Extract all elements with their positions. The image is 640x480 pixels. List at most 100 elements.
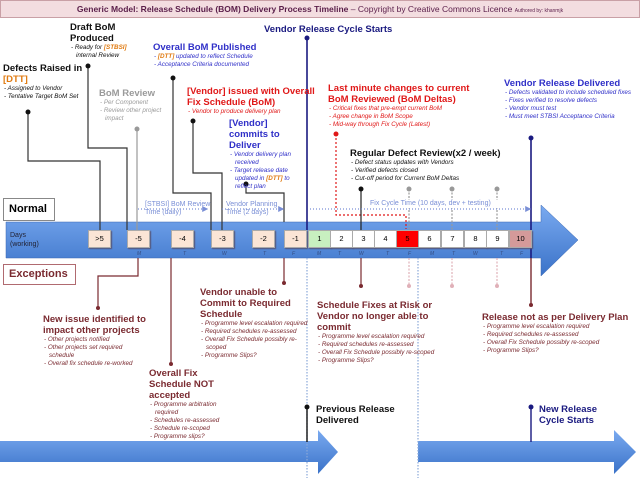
- event-bullet: - Fixes verified to resolve defects: [505, 97, 598, 104]
- event-delivered: Vendor Release Delivered- Defects valida…: [504, 78, 639, 121]
- event-bullet: - [DTT] updated to reflect Schedule: [154, 53, 253, 60]
- event-prev: Previous Release Delivered: [316, 404, 396, 426]
- event-title: Overall BoM Published: [153, 42, 257, 53]
- weekday-label: F: [292, 251, 296, 257]
- event-title: [Vendor] issued with Overall Fix Schedul…: [187, 86, 315, 108]
- event-title: Previous Release Delivered: [316, 404, 395, 426]
- weekday-label: T: [338, 251, 342, 257]
- event-bullet: - Programme level escalation required: [318, 333, 425, 340]
- event-bullet: - Defect status updates with Vendors: [351, 159, 454, 166]
- event-review: BoM Review- Per Component- Review other …: [99, 88, 174, 123]
- event-bullet: - Programme level escalation required: [201, 320, 308, 327]
- event-bullet: - Schedule re-scoped: [150, 425, 210, 432]
- event-newissue: New issue identified to impact other pro…: [43, 314, 148, 368]
- event-bullet: - Verified defects closed: [351, 167, 418, 174]
- weekday-label: T: [183, 251, 187, 257]
- event-bullet: - Programme Slips?: [201, 352, 257, 359]
- event-bullet: - Overall fix schedule re-worked: [44, 360, 133, 367]
- day-box: >5: [88, 230, 111, 248]
- duration-review: [STBSI] BoM Review Time (daily): [145, 201, 211, 216]
- event-bullet: - Assigned to Vendor: [4, 85, 63, 92]
- event-bullet: - Defects validated to include scheduled…: [505, 89, 632, 96]
- diagram-title: Generic Model: Release Schedule (BOM) De…: [0, 0, 640, 18]
- connector-lastmin: [335, 134, 407, 229]
- event-bullet: - Acceptance Criteria documented: [154, 61, 249, 68]
- day-box: 9: [486, 230, 509, 248]
- day-box: 6: [418, 230, 441, 248]
- day-box: 5: [396, 230, 419, 248]
- event-title: Last minute changes to current BoM Revie…: [328, 83, 470, 105]
- connector-published: [172, 78, 212, 230]
- day-box: 8: [464, 230, 487, 248]
- event-bullet: - Other projects set required schedule: [44, 344, 123, 359]
- event-title: Defects Raised in [DTT]: [3, 63, 83, 85]
- event-defects: Defects Raised in [DTT]- Assigned to Ven…: [3, 63, 103, 101]
- day-box: 4: [374, 230, 397, 248]
- event-title: Draft BoM Produced: [70, 22, 116, 44]
- event-bullet: - Agree change in BoM Scope: [329, 113, 413, 120]
- weekday-label: T: [386, 251, 390, 257]
- day-box: -2: [252, 230, 275, 248]
- weekday-label: M: [430, 251, 435, 257]
- weekday-label: T: [452, 251, 456, 257]
- event-bullet: - Vendor delivery plan received: [230, 151, 292, 166]
- event-title: BoM Review: [99, 88, 155, 99]
- event-dots: [25, 35, 534, 410]
- weekday-label: W: [222, 251, 227, 257]
- event-bullet: - Programme Slips?: [483, 347, 539, 354]
- event-title: New Release Cycle Starts: [539, 404, 598, 426]
- connector-atrisk-2: [408, 258, 498, 286]
- weekday-label: T: [500, 251, 504, 257]
- event-bullet: - Must meet STBSI Acceptance Criteria: [505, 113, 615, 120]
- event-bullet: - Required schedules re-assessed: [318, 341, 414, 348]
- weekday-label: W: [359, 251, 364, 257]
- event-issued: [Vendor] issued with Overall Fix Schedul…: [187, 86, 319, 116]
- event-title: New issue identified to impact other pro…: [43, 314, 146, 336]
- weekday-label: T: [263, 251, 267, 257]
- event-cycle: Vendor Release Cycle Starts: [264, 24, 404, 35]
- day-box: -5: [127, 230, 150, 248]
- event-bullet: - Required schedules re-assessed: [201, 328, 297, 335]
- day-box: -3: [211, 230, 234, 248]
- day-box: 1: [308, 230, 331, 248]
- next-cycle-arrow: [418, 430, 636, 474]
- event-bullet: - Schedules re-assessed: [150, 417, 220, 424]
- event-draft: Draft BoM Produced- Ready for [STBSI] in…: [70, 22, 138, 60]
- event-title: Vendor unable to Commit to Required Sche…: [200, 287, 291, 320]
- event-bullet: - Programme slips?: [150, 433, 205, 440]
- event-bullet: - Programme Slips?: [318, 357, 374, 364]
- day-box: 2: [330, 230, 353, 248]
- day-box: 7: [441, 230, 464, 248]
- event-atrisk: Schedule Fixes at Risk or Vendor no long…: [317, 300, 462, 365]
- event-bullet: - Cut-off period for Current BoM Deltas: [351, 175, 460, 182]
- lane-exceptions: Exceptions: [3, 264, 76, 285]
- event-bullet: - Target release date updated in [DTT] t…: [230, 167, 290, 190]
- event-title: Overall Fix Schedule NOT accepted: [149, 368, 214, 401]
- event-bullet: - Per Component: [100, 99, 148, 106]
- event-next: New Release Cycle Starts: [539, 404, 619, 426]
- weekday-label: M: [317, 251, 322, 257]
- title-copyright: – Copyright by Creative Commons Licence: [348, 4, 515, 14]
- event-bullet: - Review other project impact: [100, 107, 162, 122]
- days-label: Days (working): [10, 232, 39, 248]
- event-bullet: - Other projects notified: [44, 336, 110, 343]
- day-box: 3: [352, 230, 375, 248]
- event-title: [Vendor] commits to Deliver: [229, 118, 280, 151]
- event-title: Regular Defect Review(x2 / week): [350, 148, 501, 159]
- duration-planning: Vendor Planning Time (2 days): [226, 201, 278, 216]
- event-title: Vendor Release Delivered: [504, 78, 621, 89]
- event-notaccepted: Overall Fix Schedule NOT accepted - Progr…: [149, 368, 234, 441]
- event-bullet: - Programme level escalation required: [483, 323, 590, 330]
- event-bullet: - Critical fixes that pre-empt current B…: [329, 105, 443, 112]
- event-published: Overall BoM Published- [DTT] updated to …: [153, 42, 273, 69]
- event-title: Vendor Release Cycle Starts: [264, 24, 393, 35]
- connector-newissue: [97, 258, 139, 308]
- event-bullet: - Tentative Target BoM Set: [4, 93, 79, 100]
- lane-normal: Normal: [3, 198, 55, 221]
- event-bullet: - Overall Fix Schedule possibly re-scope…: [318, 349, 435, 356]
- event-notplan: Release not as per Delivery Plan- Progra…: [482, 312, 632, 355]
- connector-issued: [192, 121, 223, 230]
- duration-fix-cycle: Fix Cycle Time (10 days, dev + testing): [370, 200, 510, 208]
- day-box: 10: [509, 230, 532, 248]
- connector-defects: [27, 112, 101, 230]
